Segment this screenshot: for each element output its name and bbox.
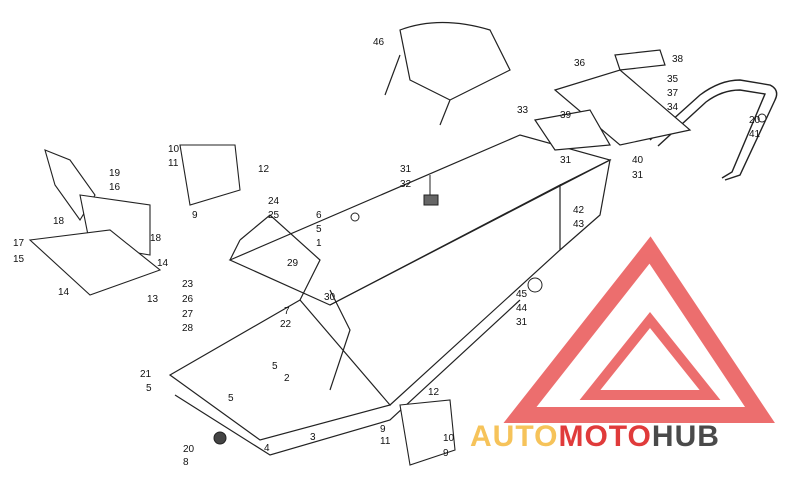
seat	[384, 21, 511, 126]
callout-27: 27	[182, 309, 194, 320]
callout-34: 34	[667, 102, 679, 113]
callout-20-front: 20	[183, 444, 195, 455]
callout-46: 46	[373, 37, 385, 48]
callout-7: 7	[284, 306, 290, 317]
hardware-bolts	[213, 113, 767, 445]
callout-15: 15	[13, 254, 25, 265]
callout-4: 4	[264, 443, 270, 454]
callout-42: 42	[573, 205, 585, 216]
front-brackets	[28, 144, 456, 466]
callout-30: 30	[324, 292, 336, 303]
watermark-hub: HUB	[651, 420, 720, 453]
callout-2: 2	[284, 373, 290, 384]
callout-33: 33	[517, 105, 529, 116]
callout-35: 35	[667, 74, 679, 85]
callout-25: 25	[268, 210, 280, 221]
watermark-logo	[503, 236, 775, 423]
callout-28: 28	[182, 323, 194, 334]
callout-11-bottom: 11	[380, 436, 391, 447]
callout-18-mid: 18	[150, 233, 162, 244]
callout-5-bottom: 5	[228, 393, 234, 404]
callout-10-bottom: 10	[443, 433, 455, 444]
rear-grab-handle	[649, 79, 778, 181]
callout-29: 29	[287, 258, 299, 269]
callout-11-top: 11	[168, 158, 179, 169]
callout-31-center: 31	[400, 164, 412, 175]
callout-9-bottom-left: 9	[380, 424, 386, 435]
callout-19: 19	[109, 168, 121, 179]
callout-36: 36	[574, 58, 586, 69]
callout-40: 40	[632, 155, 644, 166]
callout-24: 24	[268, 196, 280, 207]
callout-31-right: 31	[632, 170, 644, 181]
callout-10-top: 10	[168, 144, 180, 155]
watermark-text: AUTOMOTOHUB	[470, 420, 720, 454]
callout-44: 44	[516, 303, 528, 314]
callout-31-bottom: 31	[516, 317, 528, 328]
callout-26: 26	[182, 294, 194, 305]
callout-labels: 46 38 36 35 37 34 33 39 20 41 10 11 12 3…	[13, 37, 761, 468]
callout-3: 3	[310, 432, 316, 443]
tail-light-assembly	[533, 49, 692, 151]
callout-20-rear: 20	[749, 115, 761, 126]
callout-38: 38	[672, 54, 684, 65]
watermark-moto: MOTO	[558, 420, 652, 453]
callout-43: 43	[573, 219, 585, 230]
callout-5-left: 5	[146, 383, 152, 394]
callout-12-top: 12	[258, 164, 270, 175]
callout-5-top: 5	[316, 224, 322, 235]
callout-12-bottom: 12	[428, 387, 440, 398]
callout-6: 6	[316, 210, 322, 221]
callout-16: 16	[109, 182, 121, 193]
callout-21: 21	[140, 369, 152, 380]
callout-32: 32	[400, 179, 412, 190]
callout-45: 45	[516, 289, 528, 300]
callout-37: 37	[667, 88, 679, 99]
callout-1: 1	[316, 238, 322, 249]
callout-8: 8	[183, 457, 189, 468]
callout-14-right: 14	[157, 258, 169, 269]
callout-41: 41	[749, 129, 761, 140]
watermark-auto: AUTO	[470, 420, 559, 453]
callout-5-center: 5	[272, 361, 278, 372]
chassis-tunnel	[168, 134, 612, 456]
callout-23: 23	[182, 279, 194, 290]
callout-13: 13	[147, 294, 159, 305]
callout-39: 39	[560, 110, 572, 121]
callout-9-top: 9	[192, 210, 198, 221]
callout-22: 22	[280, 319, 292, 330]
callout-9-bottom-right: 9	[443, 448, 449, 459]
callout-18-top: 18	[53, 216, 65, 227]
callout-14-left: 14	[58, 287, 70, 298]
callout-17: 17	[13, 238, 25, 249]
callout-31-mid: 31	[560, 155, 572, 166]
